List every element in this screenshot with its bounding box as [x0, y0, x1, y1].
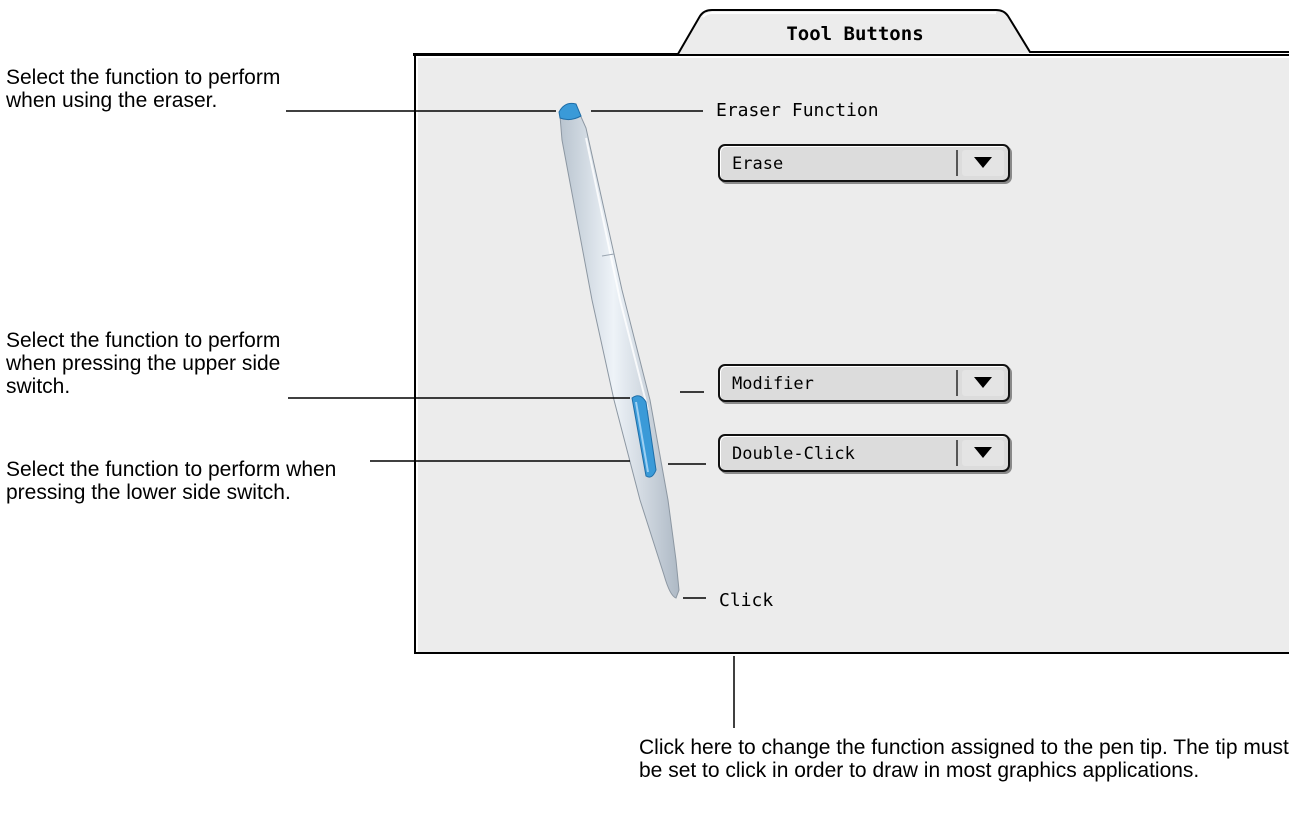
callout-lower-switch: Select the function to perform when pres…	[6, 458, 337, 504]
callout-upper-switch: Select the function to perform when pres…	[6, 329, 281, 398]
triangle-down-icon	[974, 157, 992, 168]
dropdown-arrow-button[interactable]	[962, 370, 1004, 396]
lower-switch-value: Double-Click	[732, 444, 855, 464]
callout-eraser: Select the function to perform when usin…	[6, 66, 281, 112]
dropdown-arrow-button[interactable]	[962, 150, 1004, 176]
callout-pen-tip: Click here to change the function assign…	[639, 736, 1289, 782]
popup-separator	[956, 150, 958, 176]
eraser-function-label: Eraser Function	[716, 100, 879, 121]
dropdown-arrow-button[interactable]	[962, 440, 1004, 466]
lower-switch-popup[interactable]: Double-Click	[718, 434, 1010, 472]
tip-function-label[interactable]: Click	[719, 590, 774, 611]
popup-separator	[956, 370, 958, 396]
eraser-function-value: Erase	[732, 154, 784, 174]
triangle-down-icon	[974, 447, 992, 458]
upper-switch-popup[interactable]: Modifier	[718, 364, 1010, 402]
triangle-down-icon	[974, 377, 992, 388]
eraser-function-popup[interactable]: Erase	[718, 144, 1010, 182]
upper-switch-value: Modifier	[732, 374, 814, 394]
tab-tool-buttons[interactable]: Tool Buttons	[786, 23, 924, 45]
tab-outline	[413, 9, 1289, 56]
popup-separator	[956, 440, 958, 466]
eraser-cap-icon	[558, 102, 582, 121]
